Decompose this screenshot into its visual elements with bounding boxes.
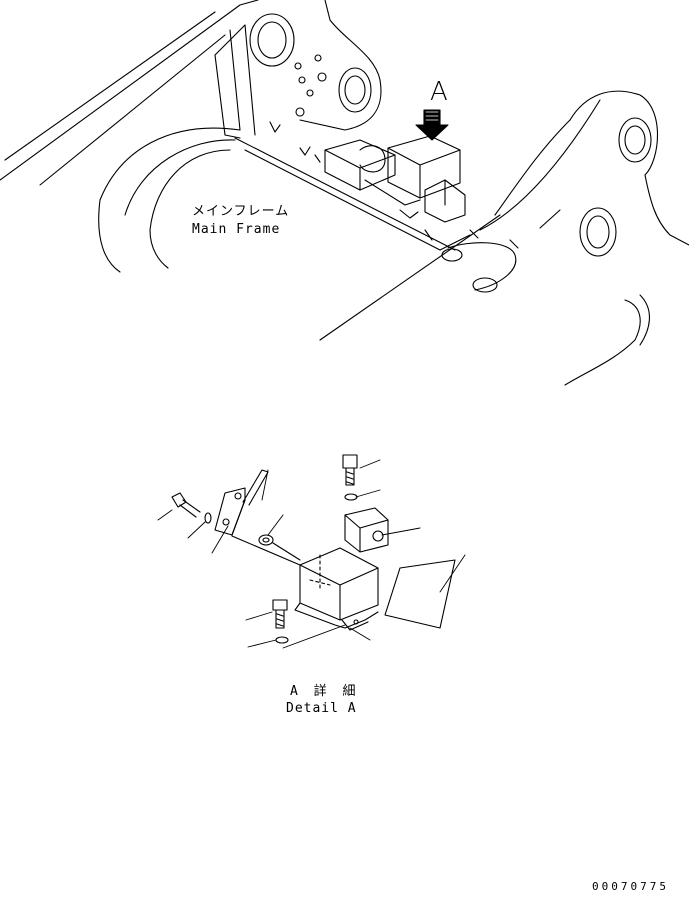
main-frame-outline — [0, 0, 689, 386]
view-arrow-a — [415, 109, 449, 141]
main-frame-label-en: Main Frame — [192, 222, 281, 237]
drawing-code: 00070775 — [592, 880, 669, 893]
frame-holes — [249, 13, 652, 257]
main-frame-label-jp: メインフレーム — [192, 204, 290, 219]
detail-a-exploded-view — [171, 454, 456, 644]
view-arrow-label: A — [430, 77, 448, 107]
leader-lines — [157, 459, 466, 649]
detail-title-en: Detail A — [286, 701, 357, 716]
mounted-box-assembly — [269, 121, 561, 293]
detail-title-jp: A 詳 細 — [290, 684, 360, 699]
